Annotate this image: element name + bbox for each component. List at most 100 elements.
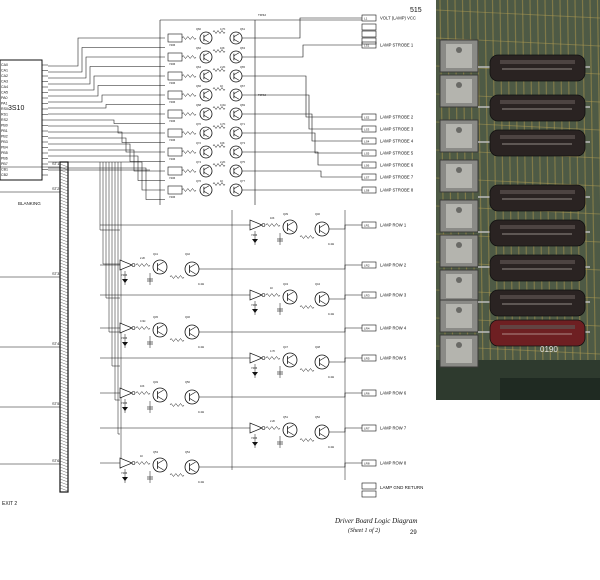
bus-hatch-line xyxy=(59,397,69,402)
inverter-symbol xyxy=(119,322,133,334)
bus-hatch-line xyxy=(59,166,69,171)
power-resistor xyxy=(478,129,590,157)
transistor-collector xyxy=(189,326,196,331)
bus-hatch-line xyxy=(59,280,69,285)
row-output-label: LAMP ROW 5 xyxy=(380,356,407,361)
bus-hatch-line xyxy=(59,421,69,426)
bus-hatch-line xyxy=(59,463,69,468)
transistor-collector xyxy=(203,128,210,133)
left-pin-label: RS0 xyxy=(1,107,8,111)
resistor-value: 1K xyxy=(220,84,223,88)
bus-hatch-line xyxy=(59,184,69,189)
resistor xyxy=(265,356,281,360)
bus-hatch-line xyxy=(59,424,69,429)
transistor-emitter xyxy=(203,152,210,157)
transistor-id: Q42 xyxy=(185,252,190,256)
bus-hatch-line xyxy=(59,289,69,294)
resistor xyxy=(181,93,197,97)
bus-hatch-line xyxy=(59,271,69,276)
connector-id: LS6 xyxy=(364,164,370,168)
transistor-emitter xyxy=(157,396,164,401)
transistor-collector xyxy=(233,185,240,190)
transistor-id: Q41 xyxy=(153,252,158,256)
connector-pin xyxy=(361,389,377,397)
transistor-collector xyxy=(233,52,240,57)
transistor-id: Q48 xyxy=(315,345,320,349)
row-input-wire xyxy=(108,162,120,333)
bus-hatch-line xyxy=(59,346,69,351)
connector-pin xyxy=(361,354,377,362)
gate-label: 7406 xyxy=(251,233,258,237)
connector-id: LS1 xyxy=(364,44,370,48)
connector-pin xyxy=(361,37,377,45)
strobe-output-wire xyxy=(242,17,362,39)
row-output-label: LAMP ROW 8 xyxy=(380,461,407,466)
bus-hatch-line xyxy=(59,241,69,246)
connector-pin xyxy=(361,30,377,38)
pia-chip: 3S10 CA0CA1CA2CA3CA4CA5PA0PA1RS0RS1RS2PB… xyxy=(0,59,48,181)
connector-id: LR2 xyxy=(364,264,370,268)
transistor-symbol xyxy=(199,50,213,64)
connector-pin xyxy=(361,137,377,145)
transistor-id: Q70 xyxy=(196,122,201,126)
resistor-value: 0.4Ω xyxy=(328,375,334,379)
bus-hatch-line xyxy=(59,238,69,243)
bus-hatch-line xyxy=(59,469,69,474)
transistor-symbol xyxy=(152,322,168,338)
bus-hatch-line xyxy=(59,226,69,231)
transistor-collector xyxy=(189,391,196,396)
transistor-emitter xyxy=(157,331,164,336)
transistor-emitter xyxy=(203,38,210,43)
bus-hatch-line xyxy=(59,247,69,252)
sheet-number: 29 xyxy=(410,530,417,536)
strobe-output-label: LAMP STROBE 3 xyxy=(380,127,414,132)
resistor xyxy=(181,169,197,173)
connector-id: L1 xyxy=(364,17,368,21)
bus-hatch-line xyxy=(59,370,69,375)
mount-hole xyxy=(456,307,462,313)
resistor-body xyxy=(489,184,586,212)
bus-hatch-line xyxy=(59,331,69,336)
bus-hatch-line xyxy=(59,373,69,378)
bus-hatch-line xyxy=(59,436,69,441)
strobe-output-wire xyxy=(242,132,362,154)
inverter-bubble xyxy=(261,426,266,430)
diode xyxy=(252,239,258,243)
left-pin-label: CA3 xyxy=(1,80,8,84)
gate-label: 7406 xyxy=(251,366,258,370)
mount-hole xyxy=(456,82,462,88)
transistor-symbol xyxy=(229,183,243,197)
connector-id: LR1 xyxy=(364,224,370,228)
bus-hatch-line xyxy=(59,343,69,348)
bus-hatch-line xyxy=(59,229,69,234)
bus-hatch-line xyxy=(59,313,69,318)
power-resistor xyxy=(478,289,590,317)
bus-hatch-line xyxy=(59,334,69,339)
connector-pin xyxy=(361,14,377,22)
transistor-id: Q40 xyxy=(315,212,320,216)
resistor xyxy=(299,235,315,239)
photo-board-label: 0190 xyxy=(540,345,558,354)
left-pin-label: PA1 xyxy=(1,102,8,106)
transistor-id: Q72 xyxy=(196,141,201,145)
resistor-value: 1K xyxy=(220,179,223,183)
transistor-emitter xyxy=(203,95,210,100)
bus-wire xyxy=(48,85,165,97)
resistor xyxy=(212,144,226,148)
left-pin-label: PB1 xyxy=(1,129,8,133)
resistor xyxy=(212,125,226,129)
bus-hatch-line xyxy=(59,253,69,258)
transistor-emitter xyxy=(287,298,294,303)
transistor-emitter xyxy=(203,114,210,119)
gate-label: 7406 xyxy=(169,138,176,142)
gate-label: 7406 xyxy=(121,471,128,475)
diode xyxy=(122,342,128,346)
transistor-collector xyxy=(233,33,240,38)
bus-hatch-line xyxy=(59,211,69,216)
resistor xyxy=(299,368,315,372)
transistor-id: Q43 xyxy=(283,282,288,286)
